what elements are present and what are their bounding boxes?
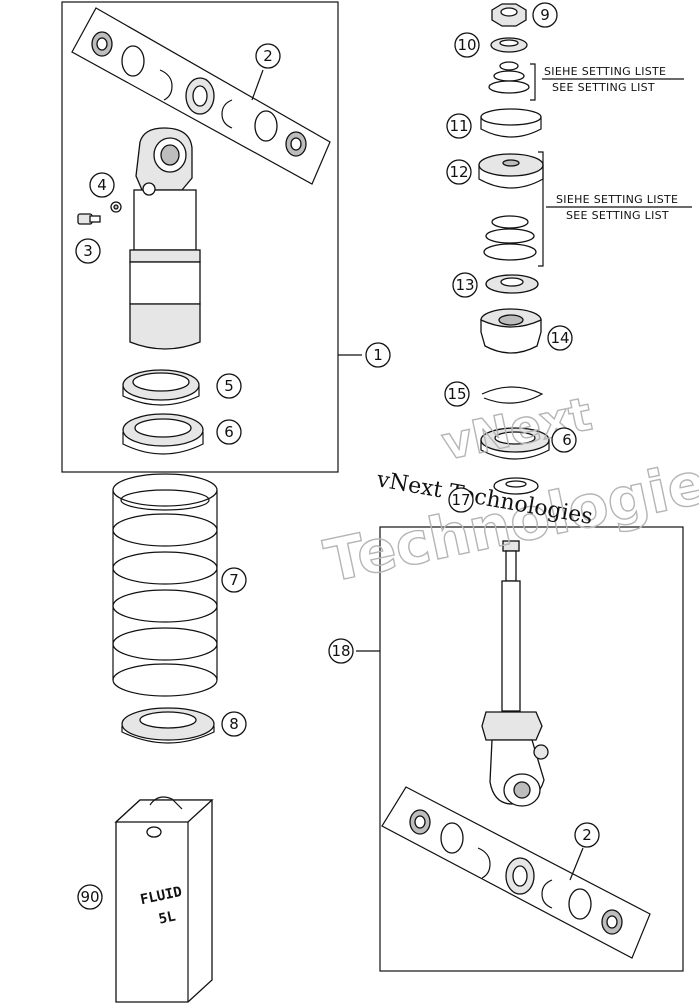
callout-5: 5 [216,373,242,399]
svg-text:17: 17 [451,491,470,509]
piston-part-12 [478,153,544,189]
setting-note-lower-de: SIEHE SETTING LISTE [556,193,678,206]
callout-8: 8 [221,711,247,737]
callout-17: 17 [448,487,474,513]
svg-text:1: 1 [373,346,383,364]
piston-rod-part-18 [481,540,549,807]
svg-text:4: 4 [97,176,107,194]
setting-note-upper: SIEHE SETTING LISTE SEE SETTING LIST [542,65,684,94]
svg-text:5: 5 [224,377,234,395]
callout-14: 14 [547,325,573,351]
lock-ring-part-6 [122,413,204,455]
svg-text:18: 18 [331,642,350,660]
bearing-kit-top [71,7,331,185]
callout-90: 90 [77,884,103,910]
washer-part-17 [493,477,539,495]
callout-11: 11 [446,113,472,139]
svg-text:14: 14 [550,329,569,347]
piston-rod-frame [379,526,684,972]
nut-part-9 [491,3,527,27]
ring-part-11 [480,108,542,138]
setting-note-upper-en: SEE SETTING LIST [552,81,655,94]
svg-text:90: 90 [80,888,99,906]
fluid-can-label-line2: 5L [157,909,177,928]
callout-12: 12 [446,159,472,185]
washer-part-10 [490,37,528,53]
svg-text:7: 7 [229,571,239,589]
shock-absorber-body [129,127,201,350]
setting-bracket-upper [530,63,536,101]
setting-note-lower: SIEHE SETTING LISTE SEE SETTING LIST [546,193,692,222]
shim-stack-lower [483,215,537,261]
svg-text:2: 2 [582,826,592,844]
svg-text:11: 11 [449,117,468,135]
svg-text:12: 12 [449,163,468,181]
svg-text:13: 13 [455,276,474,294]
callout-2-top: 2 [251,43,281,101]
setting-bracket-lower [538,151,544,267]
setting-note-upper-de: SIEHE SETTING LISTE [544,65,666,78]
callout-13: 13 [452,272,478,298]
svg-text:15: 15 [447,385,466,403]
callout-1: 1 [365,342,391,368]
callout-9: 9 [532,2,558,28]
svg-text:2: 2 [263,47,273,65]
washer-part-13 [485,274,539,294]
callout-4: 4 [89,172,115,198]
seal-head-part-14 [480,308,542,354]
shock-assembly-frame [61,1,339,473]
callout-15: 15 [444,381,470,407]
lock-ring-part-5 [122,369,200,406]
spring-seat-part-8 [121,707,215,744]
fluid-can-part-90: FLUID 5L [114,796,214,1003]
callout-2-bottom: 2 [569,822,600,881]
spring-part-7 [112,473,218,697]
svg-text:3: 3 [83,242,93,260]
bolt-part-3 [77,213,101,225]
callout-6: 6 [216,419,242,445]
setting-note-lower-en: SEE SETTING LIST [566,209,669,222]
svg-text:6: 6 [562,431,572,449]
callout-18: 18 [328,638,354,664]
callout-3: 3 [75,238,101,264]
svg-text:6: 6 [224,423,234,441]
ring-part-16 [480,427,550,460]
circlip-part-15 [481,386,544,404]
callout-10: 10 [454,32,480,58]
svg-text:9: 9 [540,6,550,24]
callout-16: 6 [551,427,577,453]
svg-text:10: 10 [457,36,476,54]
washer-part-4 [110,201,122,213]
bearing-kit-bottom [381,786,651,959]
shim-stack-upper [488,61,530,94]
callout-7: 7 [221,567,247,593]
svg-text:8: 8 [229,715,239,733]
